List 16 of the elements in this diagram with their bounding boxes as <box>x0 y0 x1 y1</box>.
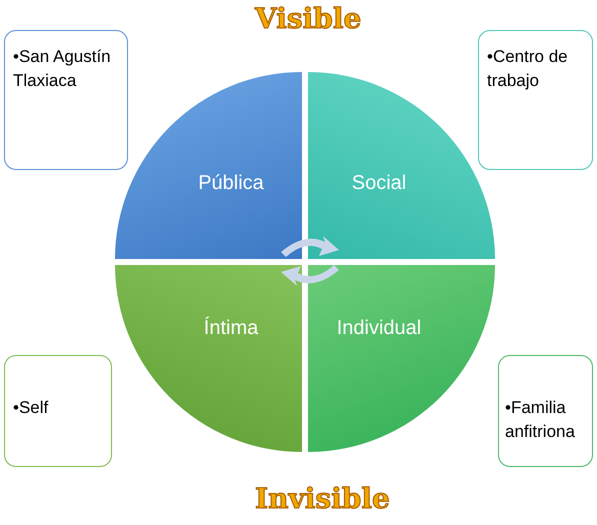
text-box <box>4 30 128 170</box>
text-box <box>478 30 593 170</box>
quadrant-segment <box>115 265 302 452</box>
quadrant-segment <box>308 265 495 452</box>
text-box <box>498 355 593 467</box>
bullet-text: •Self <box>13 397 50 419</box>
bullet-text: •Centro de trabajo <box>487 46 569 92</box>
bullet-text: •Familia anfitriona <box>505 397 576 443</box>
axis-label: Invisible <box>255 482 390 515</box>
bullet-text: •San Agustín Tlaxiaca <box>13 46 112 92</box>
axis-label: Visible <box>255 2 362 35</box>
quadrant-label: Social <box>352 172 406 194</box>
quadrant-label: Pública <box>198 172 264 194</box>
text-box <box>4 355 112 467</box>
quadrant-label: Íntima <box>204 317 258 340</box>
quadrant-label: Individual <box>336 317 422 340</box>
